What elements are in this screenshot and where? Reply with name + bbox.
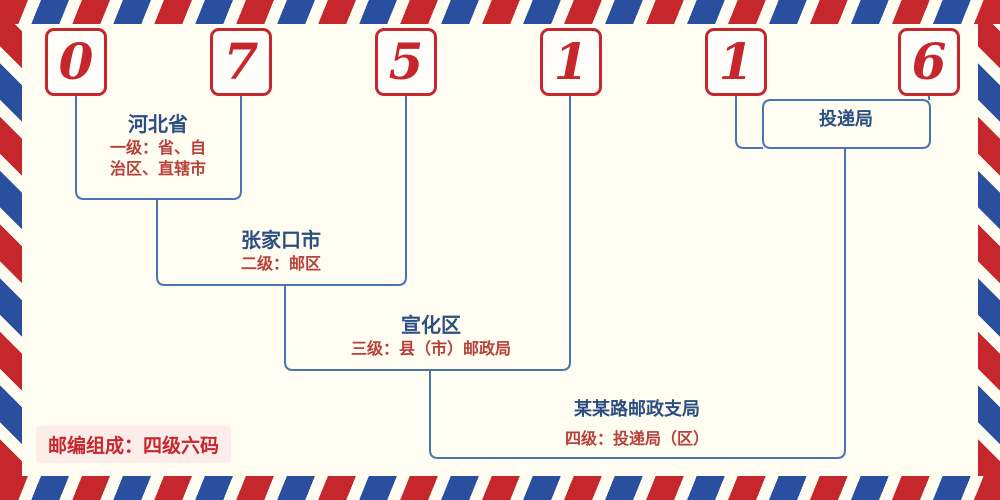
delivery-box-outline [762, 99, 931, 149]
level3-annotation: 宣化区 三级：县（市）邮政局 [331, 313, 531, 360]
level1-description-line2: 治区、直辖市 [109, 161, 206, 178]
postal-digit-3: 5 [388, 32, 424, 91]
postal-digit-4: 1 [553, 32, 589, 91]
delivery-office-annotation: 投递局 [786, 106, 906, 132]
airmail-border-right [978, 24, 1000, 476]
postal-digit-box-3: 5 [375, 28, 437, 96]
airmail-border-bottom [0, 476, 1000, 500]
airmail-border-top [0, 0, 1000, 24]
level2-annotation: 张家口市 二级：邮区 [201, 228, 361, 275]
bracket-level4 [429, 148, 846, 459]
postal-digit-2: 7 [223, 32, 259, 91]
level3-place-name: 宣化区 [401, 315, 461, 337]
level4-description: 四级：投递局（区） [564, 431, 709, 448]
level1-description-line1: 一级：省、自 [109, 140, 206, 157]
airmail-border-left [0, 24, 22, 476]
postal-digit-5: 1 [718, 32, 754, 91]
postal-digit-box-4: 1 [540, 28, 602, 96]
bracket-level1 [75, 96, 242, 200]
level4-annotation: 某某路邮政支局 四级：投递局（区） [522, 396, 752, 450]
level1-place-name: 河北省 [128, 114, 188, 136]
postal-digit-box-2: 7 [210, 28, 272, 96]
postal-digit-box-6: 6 [898, 28, 960, 96]
level1-annotation: 河北省 一级：省、自 治区、直辖市 [96, 112, 220, 180]
postal-digit-box-5: 1 [705, 28, 767, 96]
level2-description: 二级：邮区 [240, 256, 321, 273]
digit5-connector [735, 96, 763, 149]
postal-digit-box-1: 0 [45, 28, 107, 96]
delivery-office-label: 投递局 [819, 109, 873, 129]
bracket-level2 [156, 96, 407, 286]
postal-digit-6: 6 [911, 32, 947, 91]
bracket-level3 [284, 96, 571, 371]
level2-place-name: 张家口市 [241, 230, 321, 252]
composition-note: 邮编组成：四级六码 [36, 426, 232, 463]
level3-description: 三级：县（市）邮政局 [350, 341, 511, 358]
level4-place-name: 某某路邮政支局 [574, 399, 700, 419]
postal-digit-1: 0 [58, 32, 94, 91]
